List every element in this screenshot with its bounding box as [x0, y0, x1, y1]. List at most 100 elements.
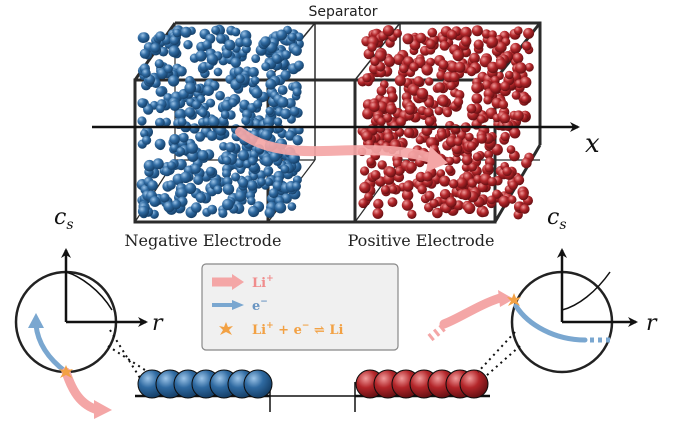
negative-particle [172, 28, 182, 38]
negative-particle [139, 48, 150, 59]
negative-particle [197, 150, 209, 161]
negative-particle [268, 188, 279, 199]
negative-particle [238, 177, 249, 188]
negative-particle [216, 33, 226, 44]
positive-particle [384, 56, 396, 67]
negative-particle [291, 45, 302, 56]
positive-particle [502, 166, 512, 177]
positive-particle [466, 103, 477, 114]
positive-particle [476, 133, 487, 144]
negative-electrode-label: Negative Electrode [124, 231, 281, 250]
positive-particle [520, 76, 532, 89]
positive-particle [500, 81, 510, 92]
positive-particle [439, 189, 451, 200]
negative-particle [213, 185, 223, 195]
negative-particle [202, 40, 212, 50]
negative-particle [263, 168, 273, 177]
negative-particle [257, 177, 266, 187]
negative-particle [264, 177, 273, 187]
positive-particle [506, 145, 516, 154]
positive-particle [523, 27, 535, 39]
negative-particle [171, 199, 182, 210]
negative-particle [167, 161, 176, 170]
negative-particle [186, 142, 198, 154]
negative-particle [222, 198, 234, 211]
positive-particle [369, 101, 380, 113]
right-arrow-icon [232, 300, 244, 310]
negative-particle [277, 85, 288, 95]
negative-particle [154, 59, 164, 69]
positive-particle [479, 207, 489, 217]
positive-particle [525, 62, 534, 72]
negative-particle [234, 190, 247, 202]
positive-particle [521, 94, 530, 104]
positive-particle [387, 197, 398, 208]
positive-particle [467, 141, 477, 151]
positive-particle [518, 190, 529, 201]
negative-particle [211, 25, 221, 35]
positive-particle [486, 36, 498, 48]
legend: Li+ e− Li+ + e− ⇌ Li [201, 263, 399, 351]
positive-particle [453, 137, 463, 146]
right-electron-arrow [513, 303, 588, 343]
positive-particle [512, 52, 524, 64]
positive-particle [396, 116, 406, 127]
positive-particle [422, 171, 433, 182]
legend-electron: e− [212, 297, 268, 314]
right-particle-detail: cs r [427, 205, 658, 374]
positive-particle [449, 72, 460, 83]
negative-particle [281, 50, 291, 60]
positive-particle [393, 29, 402, 38]
negative-particle [155, 31, 166, 42]
positive-particle [451, 124, 461, 134]
svg-text:e−: e− [252, 297, 268, 314]
left-reaction-star-icon [59, 365, 73, 378]
separator-label: Separator [308, 4, 377, 20]
negative-particle [156, 104, 165, 114]
positive-particle [437, 130, 447, 140]
positive-particle [385, 166, 397, 178]
negative-electrode-particles [136, 24, 304, 219]
positive-particle [471, 82, 483, 94]
negative-particle [185, 182, 197, 194]
positive-particle [407, 209, 417, 219]
negative-particle [235, 159, 245, 168]
negative-particle [190, 163, 201, 174]
x-axis-label: x [585, 129, 600, 159]
positive-electrode-label: Positive Electrode [348, 231, 495, 250]
left-electron-arrow [33, 322, 69, 375]
negative-particle [224, 39, 236, 51]
positive-particle [447, 30, 458, 40]
negative-particle [187, 150, 199, 162]
negative-particle [222, 156, 232, 165]
negative-particle [264, 207, 275, 218]
positive-particle [514, 26, 523, 35]
negative-particle [195, 192, 206, 203]
negative-particle [137, 98, 148, 108]
negative-particle [183, 40, 193, 50]
positive-particle [454, 61, 466, 73]
negative-particle [137, 116, 147, 126]
negative-particle [137, 205, 150, 217]
negative-particle [260, 129, 273, 142]
negative-particle [273, 117, 283, 126]
negative-row-particle [243, 369, 273, 399]
positive-particle [434, 82, 445, 93]
positive-particle [460, 26, 472, 39]
positive-particle [423, 107, 434, 118]
negative-particle [292, 87, 302, 97]
positive-particle [495, 58, 507, 70]
left-cs-label: cs [54, 205, 74, 233]
negative-particle [192, 100, 201, 110]
negative-particle [265, 106, 274, 116]
positive-particle [429, 198, 439, 209]
positive-particle [401, 199, 414, 211]
positive-particle [521, 41, 532, 51]
left-concentration-curve [65, 271, 113, 311]
negative-particle [238, 150, 249, 161]
negative-particle [225, 142, 236, 153]
negative-particle [235, 74, 245, 84]
svg-text:Li+ + e− ⇌ Li: Li+ + e− ⇌ Li [252, 321, 344, 338]
positive-particle [367, 42, 377, 52]
